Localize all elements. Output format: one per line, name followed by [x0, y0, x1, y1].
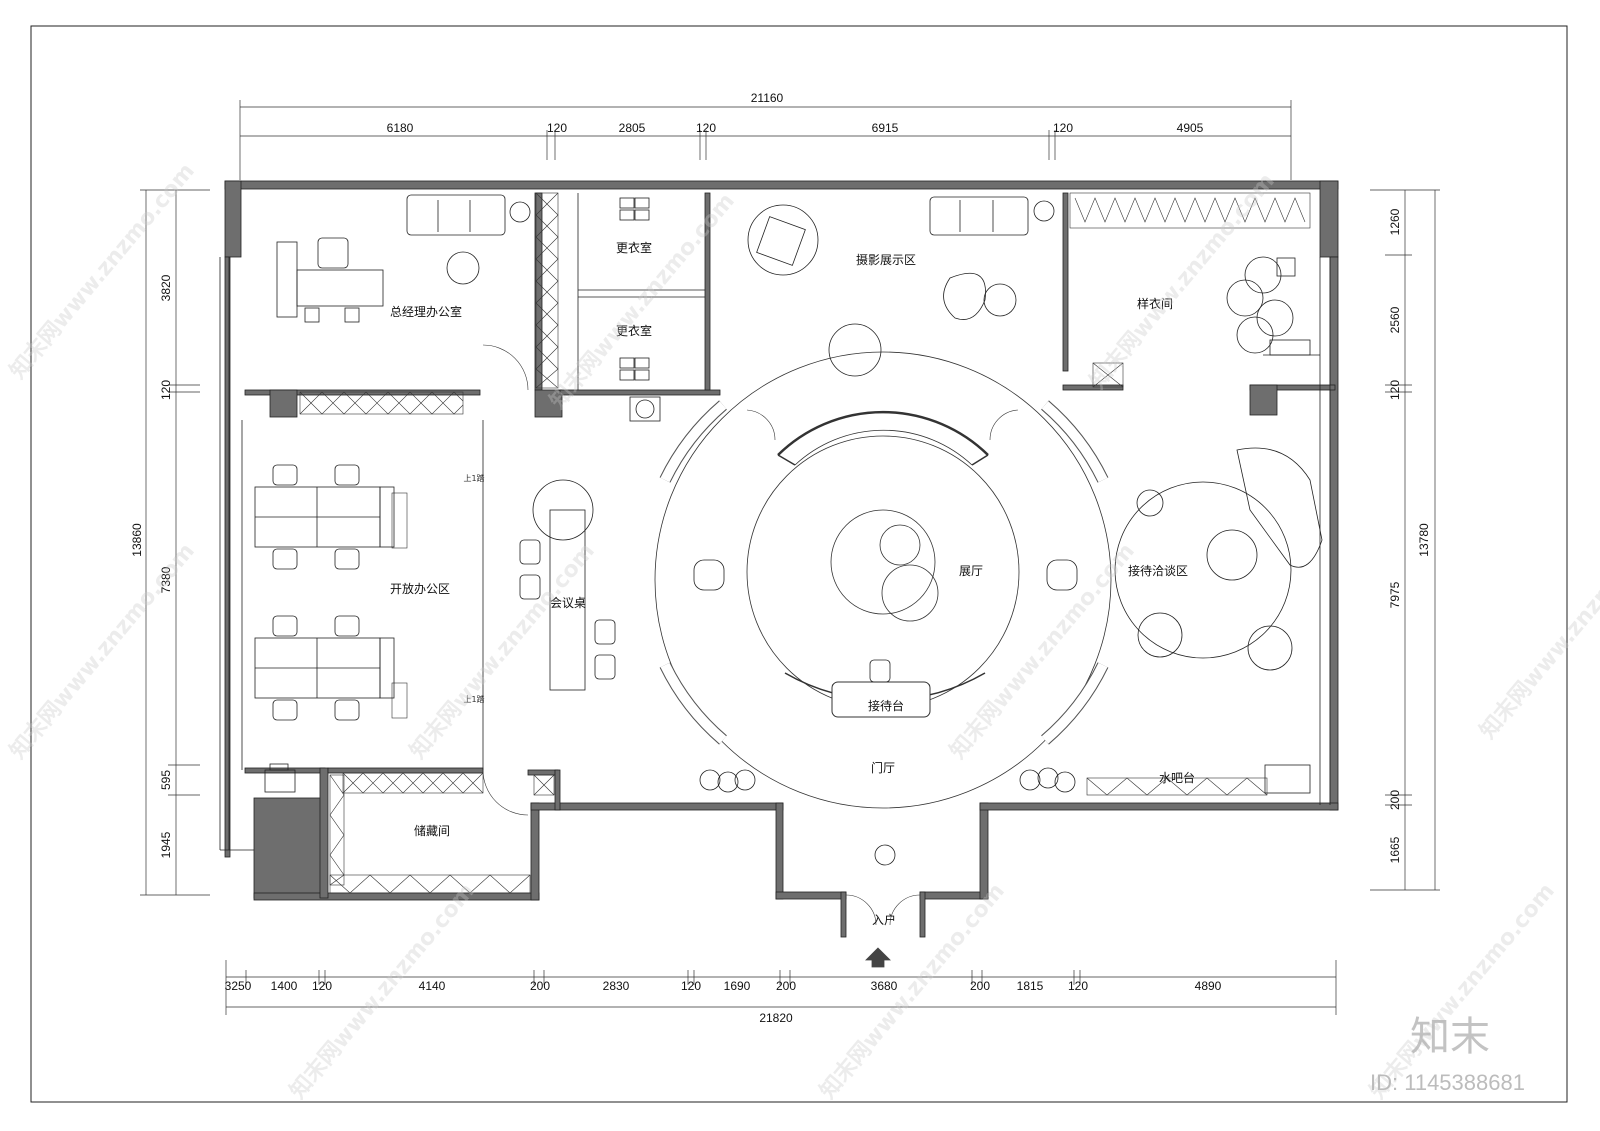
doors	[482, 344, 921, 926]
dim-bottom-seg: 120	[1068, 979, 1088, 993]
dim-top-total: 21160	[751, 91, 784, 105]
room-labels: 总经理办公室 更衣室 更衣室 摄影展示区 样衣间 开放办公区 会议桌 展厅 接待…	[390, 240, 1195, 927]
dim-top-seg: 6915	[872, 121, 899, 135]
dim-bottom-seg: 120	[312, 979, 332, 993]
dim-right-seg: 1665	[1388, 836, 1402, 863]
label-changing-2: 更衣室	[616, 323, 652, 338]
dim-top-seg: 4905	[1177, 121, 1204, 135]
label-photo-area: 摄影展示区	[856, 252, 916, 267]
dim-bottom-seg: 1690	[724, 979, 751, 993]
dim-bottom-seg: 1400	[271, 979, 298, 993]
dim-bottom-seg: 200	[970, 979, 990, 993]
dim-right-seg: 120	[1388, 380, 1402, 400]
watermarks: 知末网www.znzmo.com 知末网www.znzmo.com 知末网www…	[5, 158, 1600, 1104]
label-entrance: 入户	[872, 912, 896, 927]
dim-top-seg: 120	[1053, 121, 1073, 135]
dim-bottom-seg: 2830	[603, 979, 630, 993]
watermark-text: 知末网www.znzmo.com	[405, 538, 600, 764]
dim-right-total: 13780	[1417, 523, 1431, 557]
label-exhibition-hall: 展厅	[959, 564, 983, 578]
id-watermark: ID: 1145388681	[1370, 1070, 1525, 1095]
dim-top-seg: 2805	[619, 121, 646, 135]
dim-bottom-seg: 3250	[225, 979, 252, 993]
label-step-up-2: 上1踏	[463, 694, 484, 704]
dim-right-seg: 7975	[1388, 581, 1402, 608]
label-foyer: 门厅	[871, 760, 895, 775]
cabinets	[299, 192, 1311, 894]
dim-left-seg: 595	[159, 770, 173, 790]
dim-bottom-seg: 120	[681, 979, 701, 993]
dim-bottom-total: 21820	[759, 1011, 793, 1025]
dimension-lines	[140, 100, 1440, 1015]
dim-bottom-seg: 4890	[1195, 979, 1222, 993]
label-step-up-1: 上1踏	[463, 473, 484, 483]
watermark-text: 知末网www.znzmo.com	[1475, 518, 1600, 744]
label-meeting-table: 会议桌	[550, 596, 586, 610]
drawing-frame	[30, 25, 1568, 1103]
label-changing-1: 更衣室	[616, 240, 652, 255]
dim-bottom-seg: 200	[530, 979, 550, 993]
dim-left-seg: 120	[159, 380, 173, 400]
walls	[224, 180, 1339, 938]
dim-bottom-seg: 200	[776, 979, 796, 993]
label-reception-desk: 接待台	[868, 698, 904, 713]
label-open-office: 开放办公区	[390, 581, 450, 596]
dim-right-seg: 2560	[1388, 306, 1402, 333]
label-reception-area: 接待洽谈区	[1128, 563, 1188, 578]
watermark-text: 知末网www.znzmo.com	[5, 538, 200, 764]
label-gm-office: 总经理办公室	[390, 304, 462, 319]
dim-left-total: 13860	[130, 523, 144, 557]
dim-top-seg: 6180	[387, 121, 414, 135]
label-sample-room: 样衣间	[1137, 296, 1173, 311]
dim-left-seg: 3820	[159, 274, 173, 301]
dimension-labels: 21160 6180 120 2805 120 6915 120 4905 32…	[130, 91, 1431, 1025]
label-water-bar: 水吧台	[1159, 770, 1195, 785]
rotunda	[654, 351, 1112, 809]
dim-bottom-seg: 3680	[871, 979, 898, 993]
dim-right-seg: 1260	[1388, 208, 1402, 235]
changing-icon	[619, 197, 650, 221]
furniture	[254, 194, 1323, 968]
changing-icon	[619, 357, 650, 381]
brand-watermark: 知末	[1410, 1014, 1490, 1060]
dim-left-seg: 1945	[159, 831, 173, 858]
watermark-text: 知末网www.znzmo.com	[5, 158, 200, 384]
label-storage: 储藏间	[414, 823, 450, 838]
dim-bottom-seg: 1815	[1017, 979, 1044, 993]
dim-top-seg: 120	[547, 121, 567, 135]
dim-bottom-seg: 4140	[419, 979, 446, 993]
dim-right-seg: 200	[1388, 790, 1402, 810]
dim-top-seg: 120	[696, 121, 716, 135]
dim-left-seg: 7380	[159, 566, 173, 593]
